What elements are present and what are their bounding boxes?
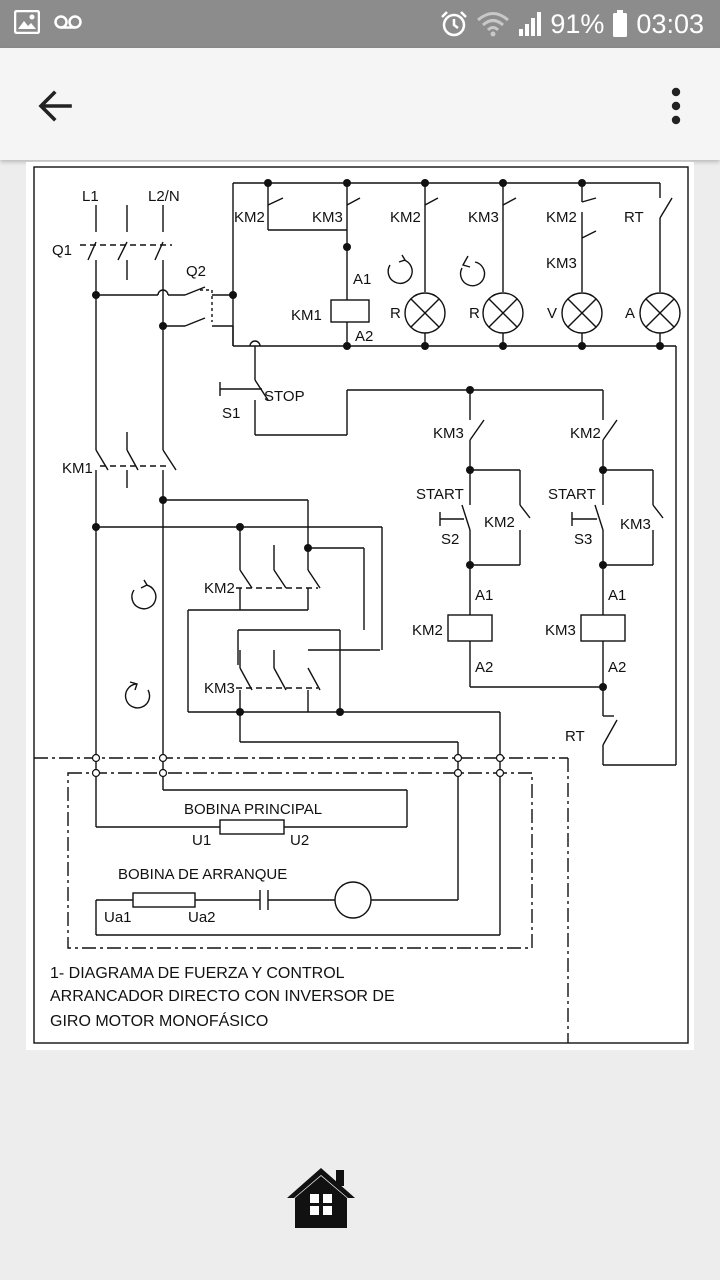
voicemail-icon bbox=[54, 15, 82, 29]
label-a1-km2: A1 bbox=[475, 587, 493, 604]
label-u1: U1 bbox=[192, 832, 211, 849]
label-km3-interlock: KM3 bbox=[433, 425, 464, 442]
label-km2-c: KM2 bbox=[546, 209, 577, 226]
alarm-icon bbox=[441, 11, 468, 37]
wifi-icon bbox=[477, 12, 510, 37]
home-button[interactable] bbox=[284, 1164, 358, 1230]
label-q2: Q2 bbox=[186, 263, 206, 280]
label-km3-power: KM3 bbox=[204, 680, 235, 697]
label-km3-hold: KM3 bbox=[620, 516, 651, 533]
label-s3: S3 bbox=[574, 531, 592, 548]
more-vert-icon bbox=[671, 87, 681, 125]
caption-line-1: 1- DIAGRAMA DE FUERZA Y CONTROL bbox=[50, 965, 345, 982]
label-ua2: Ua2 bbox=[188, 909, 216, 926]
caption-line-3: GIRO MOTOR MONOFÁSICO bbox=[50, 1011, 268, 1030]
label-l1: L1 bbox=[82, 188, 99, 205]
circuit-diagram: L1 L2/N Q1 Q2 KM2 KM3 KM2 KM3 KM2 KM3 RT… bbox=[33, 166, 689, 1044]
label-a2-km2: A2 bbox=[475, 659, 493, 676]
label-a1-km1: A1 bbox=[353, 271, 371, 288]
label-km2-power: KM2 bbox=[204, 580, 235, 597]
label-start-2: START bbox=[548, 486, 596, 503]
arrow-back-icon bbox=[38, 90, 72, 122]
battery-percent: 91% bbox=[550, 9, 605, 39]
home-icon bbox=[287, 1168, 355, 1228]
label-a2-km1: A2 bbox=[355, 328, 373, 345]
back-button[interactable] bbox=[28, 78, 84, 134]
label-bobina-arranque: BOBINA DE ARRANQUE bbox=[118, 866, 287, 883]
label-u2: U2 bbox=[290, 832, 309, 849]
label-rt-b: RT bbox=[565, 728, 585, 745]
label-km2-b: KM2 bbox=[390, 209, 421, 226]
label-q1: Q1 bbox=[52, 242, 72, 259]
label-lamp-a: A bbox=[625, 305, 635, 322]
label-km2-interlock: KM2 bbox=[570, 425, 601, 442]
label-km1-power: KM1 bbox=[62, 460, 93, 477]
label-km2-coil: KM2 bbox=[412, 622, 443, 639]
label-km1-coil: KM1 bbox=[291, 307, 322, 324]
signal-icon bbox=[519, 12, 542, 36]
label-km3-coil: KM3 bbox=[545, 622, 576, 639]
label-km3-b: KM3 bbox=[468, 209, 499, 226]
status-bar: 91% 03:03 bbox=[0, 0, 720, 48]
label-km2-hold: KM2 bbox=[484, 514, 515, 531]
label-lamp-v: V bbox=[547, 305, 557, 322]
image-icon bbox=[14, 10, 40, 34]
diagram-image: L1 L2/N Q1 Q2 KM2 KM3 KM2 KM3 KM2 KM3 RT… bbox=[26, 162, 694, 1050]
label-s1: S1 bbox=[222, 405, 240, 422]
label-stop: STOP bbox=[264, 388, 305, 405]
label-km2-a: KM2 bbox=[234, 209, 265, 226]
clock: 03:03 bbox=[636, 9, 704, 39]
label-km3-a: KM3 bbox=[312, 209, 343, 226]
label-rt-a: RT bbox=[624, 209, 644, 226]
label-lamp-r1: R bbox=[390, 305, 401, 322]
battery-icon bbox=[613, 10, 628, 37]
label-a1-km3: A1 bbox=[608, 587, 626, 604]
label-a2-km3: A2 bbox=[608, 659, 626, 676]
label-km3-c: KM3 bbox=[546, 255, 577, 272]
label-lamp-r2: R bbox=[469, 305, 480, 322]
label-ua1: Ua1 bbox=[104, 909, 132, 926]
app-bar bbox=[0, 48, 720, 160]
caption-line-2: ARRANCADOR DIRECTO CON INVERSOR DE bbox=[50, 988, 395, 1005]
label-bobina-principal: BOBINA PRINCIPAL bbox=[184, 801, 322, 818]
label-start-1: START bbox=[416, 486, 464, 503]
more-options-button[interactable] bbox=[652, 78, 700, 134]
label-s2: S2 bbox=[441, 531, 459, 548]
label-l2n: L2/N bbox=[148, 188, 180, 205]
